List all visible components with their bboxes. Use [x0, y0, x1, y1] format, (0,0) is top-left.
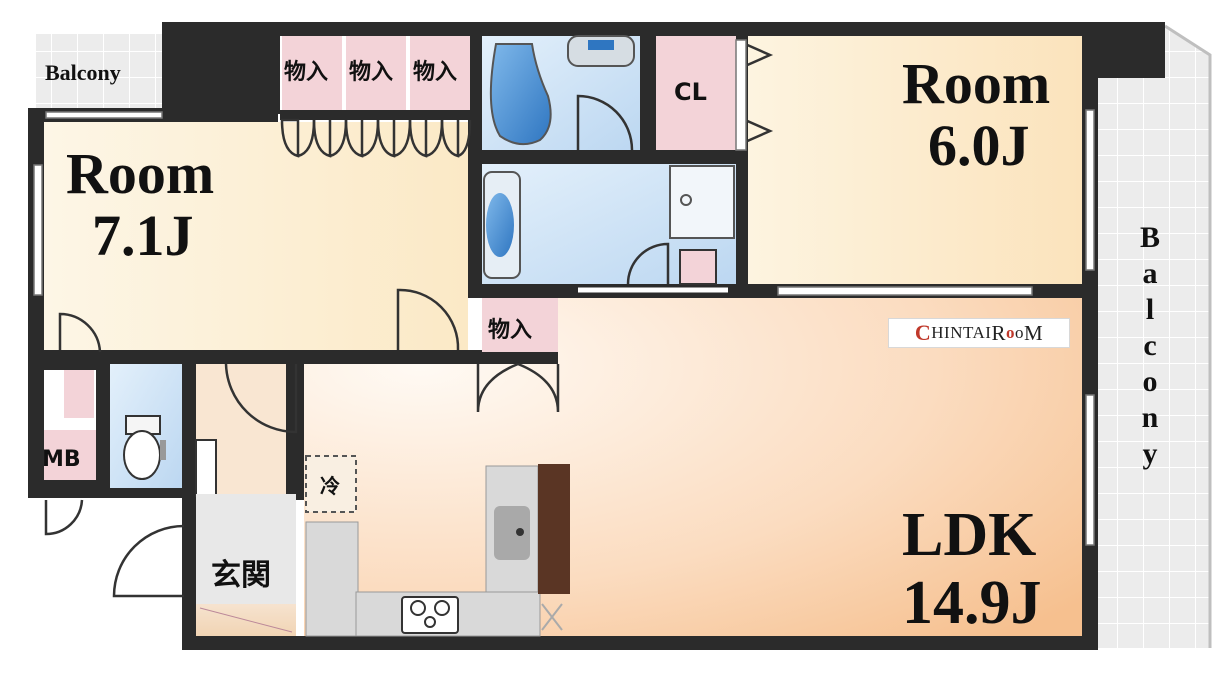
- watermark-r: R: [991, 320, 1006, 345]
- room-6-0j-size: 6.0J: [928, 113, 1030, 178]
- closet-cl: [656, 36, 736, 150]
- watermark-text: HINTAI: [931, 323, 992, 342]
- watermark-o2: o: [1014, 323, 1024, 342]
- balcony-top-area: [36, 34, 164, 112]
- storage-ldk-label: 物入: [488, 318, 533, 343]
- balcony-side-label: B a l c o n y: [1140, 220, 1160, 472]
- watermark-o1: o: [1005, 323, 1015, 342]
- storage-label-2: 物入: [349, 60, 394, 85]
- washroom: [482, 164, 736, 293]
- meter-box-label: MB: [42, 447, 81, 472]
- closet-label: CL: [674, 78, 707, 106]
- storage-label-1: 物入: [284, 60, 329, 85]
- toilet-room: [110, 364, 217, 497]
- balcony-side-letter: n: [1141, 401, 1159, 434]
- windows: [33, 39, 1095, 546]
- balcony-side-area: [1098, 24, 1212, 648]
- balcony-side-letter: l: [1145, 293, 1155, 326]
- room-7-1j-name: Room: [66, 141, 215, 206]
- ldk-name: LDK: [902, 501, 1037, 569]
- room-6-0j-name: Room: [902, 51, 1051, 116]
- balcony-side-letter: y: [1142, 437, 1158, 470]
- doors: [44, 288, 460, 598]
- fridge-label: 冷: [320, 474, 340, 498]
- pipe-space: [64, 370, 94, 418]
- meter-box-area: [44, 430, 96, 480]
- balcony-top-label: Balcony: [45, 60, 121, 85]
- storage-ldk-door: [476, 362, 560, 413]
- ldk-size: 14.9J: [902, 569, 1042, 637]
- storage-label-3: 物入: [413, 60, 458, 85]
- balcony-side-letter: a: [1142, 257, 1158, 290]
- balcony-side-letter: o: [1142, 365, 1158, 398]
- walls: [28, 22, 1165, 650]
- room-7-1j-size: 7.1J: [92, 203, 194, 268]
- balcony-side-letter: c: [1143, 329, 1157, 362]
- bathroom: [482, 35, 640, 151]
- entrance: [196, 494, 296, 636]
- entrance-label: 玄関: [211, 558, 271, 593]
- balcony-side-letter: B: [1140, 221, 1161, 254]
- storage-closets-top: [280, 36, 472, 158]
- watermark-m: M: [1023, 320, 1044, 345]
- room-6-0j-floor: [748, 36, 1082, 284]
- kitchen: [305, 455, 570, 637]
- watermark-prefix: C: [914, 320, 932, 345]
- storage-ldk: [482, 298, 558, 352]
